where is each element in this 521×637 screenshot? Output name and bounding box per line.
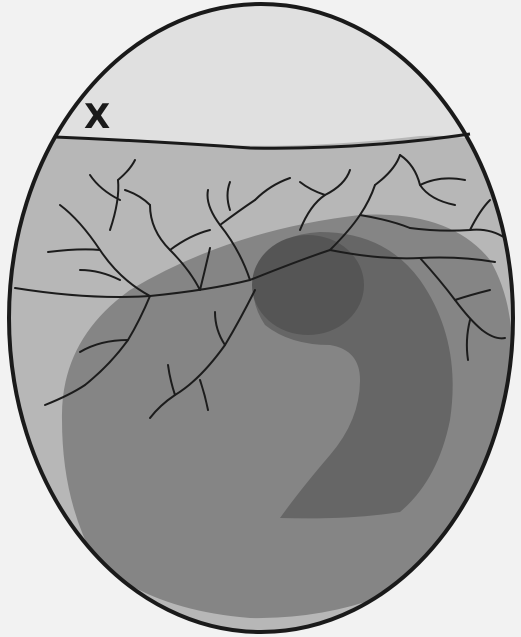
embryo-head (252, 235, 364, 335)
air-space (0, 0, 521, 150)
label-x: X (84, 100, 110, 134)
